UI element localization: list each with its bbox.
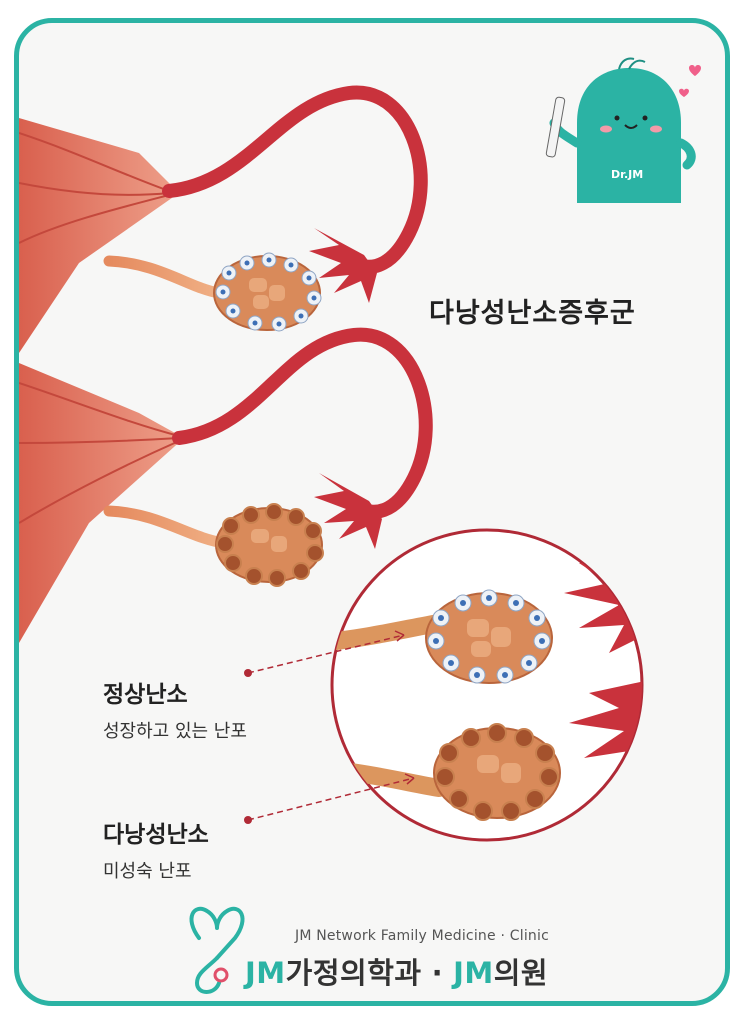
- ovary-bottom: [215, 503, 324, 587]
- brand2-ko: 의원: [493, 956, 549, 990]
- label-normal-title: 정상난소: [103, 682, 188, 708]
- fallopian-tube-top: [162, 85, 428, 274]
- uterus-bottom: [19, 363, 184, 643]
- uterus-top: [19, 118, 179, 353]
- label-pcos-title: 다낭성난소: [103, 822, 209, 848]
- pointer-pcos: [244, 773, 415, 824]
- label-normal-desc: 성장하고 있는 난포: [103, 721, 247, 742]
- label-pcos-desc: 미성숙 난포: [103, 861, 192, 882]
- ovary-illustration: Dr.JM: [19, 57, 701, 994]
- brand1-en: JM: [245, 956, 286, 990]
- fallopian-tube-bottom: [172, 327, 433, 519]
- magnified-view: [330, 528, 644, 842]
- ovary-top: [213, 252, 322, 332]
- clinic-logo: [189, 907, 245, 994]
- label-pcos: 다낭성난소 미성숙 난포: [103, 815, 209, 883]
- label-normal: 정상난소 성장하고 있는 난포: [103, 675, 247, 743]
- mascot: Dr.JM: [545, 57, 701, 203]
- footer-subtitle: JM Network Family Medicine · Clinic: [295, 928, 549, 944]
- mascot-name: Dr.JM: [611, 168, 643, 181]
- brand2-en: JM: [453, 956, 494, 990]
- fimbriae-bottom: [314, 473, 382, 549]
- brand1-ko: 가정의학과: [285, 956, 422, 990]
- frame: Dr.JM 다낭성난소증후군 정상난소 성장하고 있는 난포 다낭성난소 미성숙…: [14, 18, 730, 1006]
- page-title: 다낭성난소증후군: [429, 298, 636, 329]
- brand-separator: ·: [431, 956, 444, 990]
- pointer-normal: [244, 630, 405, 677]
- footer-brand: JM가정의학과·JM의원: [245, 950, 548, 992]
- fimbriae-top: [309, 228, 377, 303]
